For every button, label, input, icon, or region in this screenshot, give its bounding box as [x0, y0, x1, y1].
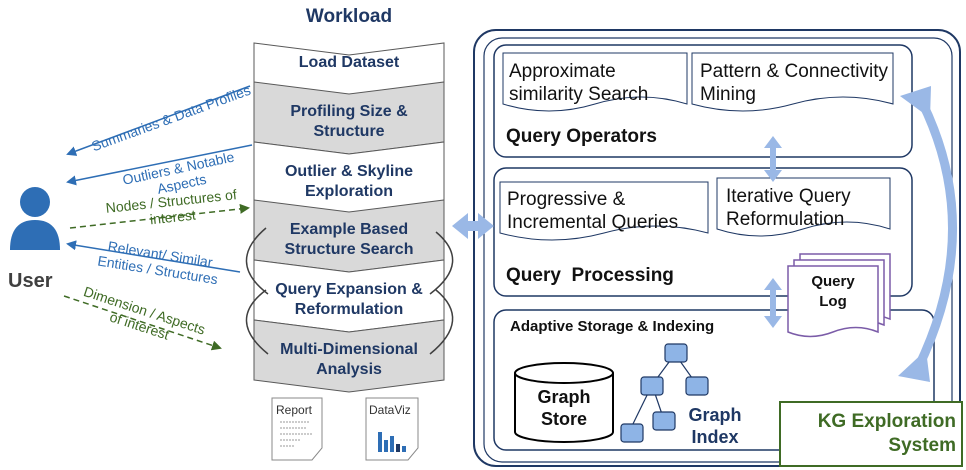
workload-chevrons: [253, 42, 445, 393]
workload-step-labels: Load Dataset Profiling Size & Structure …: [254, 0, 444, 470]
report-doc-shape: [271, 397, 323, 461]
system-title: KG Exploration System: [817, 411, 956, 456]
dataviz-label: DataViz: [369, 403, 411, 417]
user-label: User: [8, 270, 53, 292]
operators-processing-arrow: [764, 136, 782, 182]
arrow-dimension: [63, 295, 222, 351]
workload-title: Workload: [305, 6, 393, 27]
graph-store-label: Graph Store: [537, 387, 591, 429]
op-pattern-mining: Pattern & Connectivity Mining: [700, 61, 888, 105]
graph-index-tree: [620, 343, 709, 443]
dataviz-doc-shape: [365, 397, 419, 461]
chevron-loop-arrows: [245, 227, 454, 355]
workload-system-arrow: [452, 213, 494, 239]
proc-progressive-queries: Progressive & Incremental Queries: [507, 189, 679, 233]
op-doc-shape-2: [691, 52, 894, 112]
step-load-dataset: Load Dataset: [298, 54, 400, 71]
query-log-label: Query Log: [811, 273, 855, 310]
processing-storage-arrow: [764, 278, 782, 328]
system-loop-arrowhead-bottom: [898, 350, 930, 382]
step-example-search: Example Based Structure Search: [284, 221, 414, 258]
proc-iterative-reformulation: Iterative Query Reformulation: [726, 186, 851, 230]
step-query-expansion: Query Expansion & Reformulation: [275, 281, 423, 318]
arrow-outliers: [66, 144, 253, 186]
query-operators-title: Query Operators: [506, 126, 657, 147]
arrow-summaries: [66, 85, 251, 156]
system-loop-arrow-body: [913, 100, 958, 370]
query-log-shape: [787, 253, 891, 338]
system-outer-frame: [473, 29, 961, 467]
graph-index-label: Graph Index: [688, 405, 742, 447]
user-icon: [10, 187, 60, 250]
arrow-relevant: [66, 240, 241, 273]
op-doc-shape-1: [502, 52, 688, 112]
graph-store-cylinder: [514, 362, 614, 443]
proc-doc-shape-2: [716, 177, 891, 237]
proc-doc-shape-1: [499, 181, 709, 241]
step-outlier-skyline: Outlier & Skyline Exploration: [284, 163, 414, 200]
op-approximate-search: Approximate similarity Search: [509, 61, 649, 105]
query-processing-title: Query Processing: [506, 265, 674, 286]
report-label: Report: [276, 403, 313, 417]
system-title-box: [779, 401, 963, 467]
system-loop-arrowhead-top: [900, 86, 931, 118]
step-profiling: Profiling Size & Structure: [290, 103, 408, 140]
step-multidimensional: Multi-Dimensional Analysis: [280, 341, 418, 378]
storage-title: Adaptive Storage & Indexing: [510, 318, 715, 335]
